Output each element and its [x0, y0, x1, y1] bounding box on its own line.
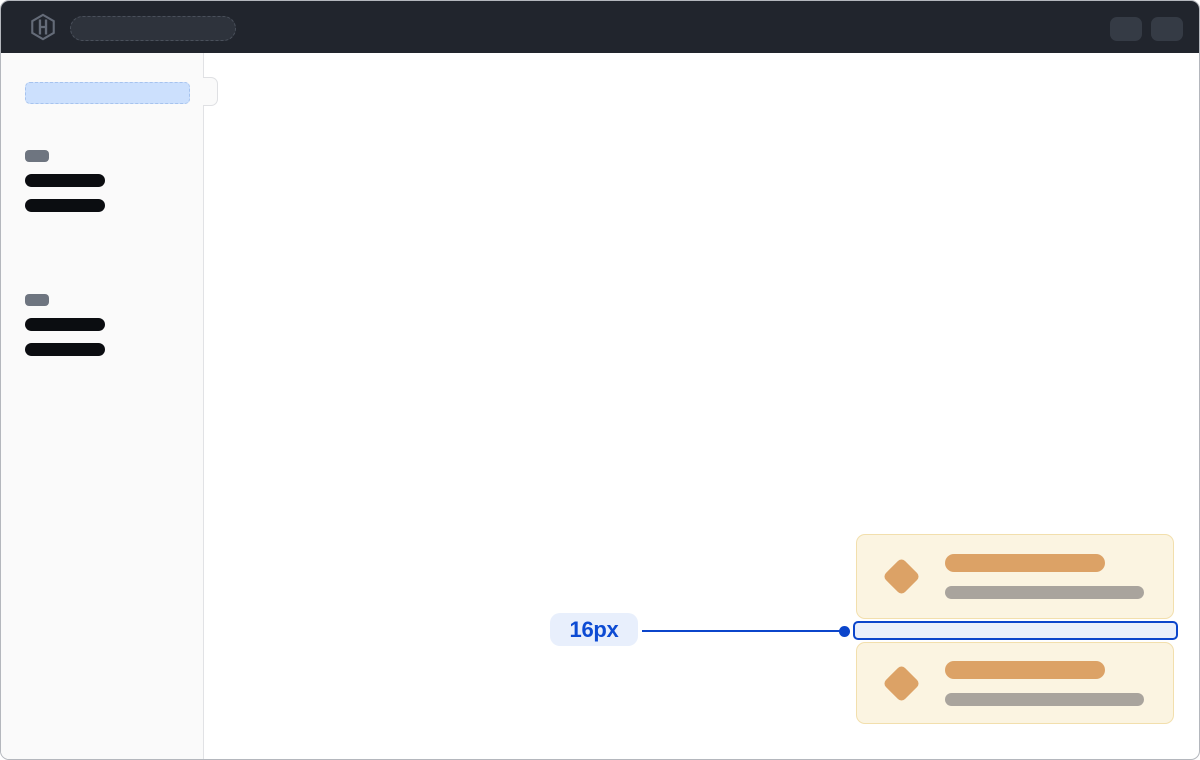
- card-subtitle-skeleton: [945, 692, 1144, 706]
- sidebar-section-label-skeleton: [25, 294, 49, 306]
- spacing-highlight-box: [853, 621, 1178, 640]
- measure-line: [642, 630, 840, 632]
- navbar-search-skeleton[interactable]: [70, 16, 236, 41]
- card: [856, 642, 1174, 724]
- sidebar-active-item-skeleton[interactable]: [25, 82, 190, 104]
- spacing-label-text: 16px: [569, 617, 619, 642]
- card: [856, 534, 1174, 619]
- measure-dot: [839, 626, 850, 637]
- card-title-skeleton: [945, 554, 1105, 572]
- sidebar: [1, 53, 204, 759]
- spacing-label: 16px: [550, 613, 638, 646]
- card-text-skeleton: [945, 554, 1144, 599]
- card-subtitle-skeleton: [945, 586, 1144, 599]
- sidebar-toggle-handle[interactable]: [203, 77, 218, 106]
- hashicorp-logo-icon[interactable]: [29, 13, 57, 41]
- sidebar-item-skeleton[interactable]: [25, 318, 105, 331]
- navbar-button-skeleton-1[interactable]: [1110, 17, 1142, 41]
- diamond-icon: [882, 557, 921, 596]
- sidebar-item-skeleton[interactable]: [25, 199, 105, 212]
- diamond-icon: [882, 663, 921, 703]
- navbar-button-skeleton-2[interactable]: [1151, 17, 1183, 41]
- card-text-skeleton: [945, 660, 1144, 706]
- sidebar-section-label-skeleton: [25, 150, 49, 162]
- sidebar-item-skeleton[interactable]: [25, 174, 105, 187]
- card-title-skeleton: [945, 660, 1105, 679]
- sidebar-item-skeleton[interactable]: [25, 343, 105, 356]
- navbar-actions: [1110, 17, 1183, 41]
- top-navbar: [1, 1, 1199, 53]
